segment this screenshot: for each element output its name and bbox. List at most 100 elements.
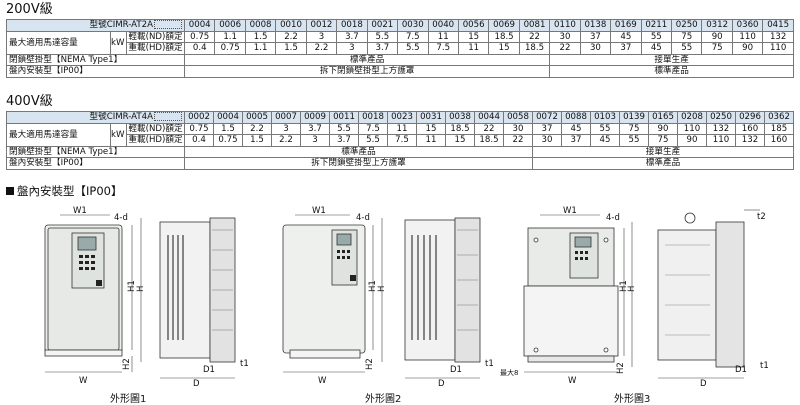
model-cell: 0006 [214, 19, 246, 32]
dim-d1: D1 [450, 365, 462, 375]
model-cell: 0139 [619, 111, 649, 124]
nd-value-cell: 55 [640, 30, 673, 43]
hd-value-cell: 2.2 [271, 134, 301, 147]
dim-h2: H2 [122, 358, 132, 370]
model-cell: 0208 [677, 111, 707, 124]
model-label: 型號CIMR-AT2A [89, 20, 153, 31]
nd-value-cell: 37 [532, 122, 562, 135]
model-cell: 0296 [735, 111, 765, 124]
nd-value-cell: 45 [561, 122, 591, 135]
hd-value-cell: 15 [445, 134, 475, 147]
capacity-label: 最大適用馬達容量 [6, 122, 111, 147]
nd-value-cell: 15 [457, 30, 490, 43]
model-cell: 0012 [305, 19, 338, 32]
nd-value-cell: 22 [518, 30, 551, 43]
hd-value-cell: 132 [735, 134, 765, 147]
nd-value-cell: 5.5 [366, 30, 399, 43]
dim-h: H [136, 286, 146, 292]
model-cell: 0088 [561, 111, 591, 124]
nd-value-cell: 90 [701, 30, 733, 43]
dim-t1: t1 [485, 359, 494, 369]
model-label: 型號CIMR-AT4A [89, 112, 153, 123]
hd-value-cell: 22 [549, 42, 581, 55]
hd-value-cell: 55 [670, 42, 703, 55]
dim-w: W [79, 376, 88, 386]
nd-value-cell: 160 [735, 122, 765, 135]
hd-value-cell: 18.5 [518, 42, 551, 55]
ip-label: 盤內安裝型【IP00】 [6, 65, 185, 78]
model-cell: 0362 [764, 111, 794, 124]
placeholder-box [154, 112, 182, 122]
model-cell: 0021 [366, 19, 399, 32]
dim-h2: H2 [365, 358, 375, 370]
hd-value-cell: 7.5 [427, 42, 459, 55]
ip-right: 標準產品 [549, 65, 794, 78]
hd-value-cell: 110 [762, 42, 794, 55]
capacity-label: 最大適用馬達容量 [6, 30, 111, 55]
dim-t1: t1 [240, 359, 249, 369]
nd-value-cell: 11 [387, 122, 417, 135]
model-cell: 0011 [329, 111, 359, 124]
dim-d: D [438, 379, 445, 389]
nd-value-cell: 18.5 [445, 122, 475, 135]
dim-h: H [627, 286, 637, 292]
dim-hole: 4-d [114, 213, 128, 223]
hd-label: 重載(HD)額定 [126, 134, 185, 147]
hd-value-cell: 1.1 [244, 42, 277, 55]
hd-value-cell: 1.5 [275, 42, 307, 55]
hd-value-cell: 0.75 [213, 134, 243, 147]
hd-label: 重載(HD)額定 [126, 42, 185, 55]
hd-value-cell: 2.2 [305, 42, 338, 55]
hd-value-cell: 7.5 [387, 134, 417, 147]
dim-h2: H2 [616, 362, 626, 374]
model-cell: 0030 [397, 19, 429, 32]
hd-value-cell: 5.5 [358, 134, 388, 147]
model-cell: 0165 [648, 111, 678, 124]
hd-value-cell: 3 [336, 42, 368, 55]
dim-w1: W1 [312, 206, 326, 216]
nd-value-cell: 0.75 [184, 122, 214, 135]
nema-left: 標準產品 [184, 145, 533, 158]
hd-value-cell: 160 [764, 134, 794, 147]
model-cell: 0004 [183, 19, 216, 32]
dim-h1: H1 [127, 280, 137, 292]
nd-value-cell: 7.5 [397, 30, 429, 43]
nema-label: 閉鎖壁掛型【NEMA Type1】 [6, 53, 185, 66]
nd-value-cell: 30 [503, 122, 533, 135]
hd-value-cell: 45 [640, 42, 673, 55]
model-cell: 0138 [579, 19, 612, 32]
dim-w1: W1 [73, 206, 87, 216]
section-title-400v: 400V級 [6, 94, 53, 109]
hd-value-cell: 3 [300, 134, 330, 147]
nd-value-cell: 55 [590, 122, 620, 135]
drawings-title: 盤內安裝型【IP00】 [6, 183, 122, 199]
dim-h: H [377, 286, 387, 292]
nema-left: 標準產品 [183, 53, 551, 66]
nd-value-cell: 1.1 [214, 30, 246, 43]
nd-value-cell: 30 [549, 30, 581, 43]
hd-value-cell: 55 [619, 134, 649, 147]
model-cell: 0250 [670, 19, 703, 32]
hd-value-cell: 3.7 [366, 42, 399, 55]
nd-value-cell: 37 [579, 30, 612, 43]
nd-value-cell: 3.7 [336, 30, 368, 43]
nd-value-cell: 3 [305, 30, 338, 43]
hd-value-cell: 90 [677, 134, 707, 147]
outline-drawing-2: W1 4-d W H1 H H2 D D1 t1 [282, 206, 494, 389]
caption-drawing-1: 外形圖1 [110, 394, 147, 405]
model-cell: 0008 [244, 19, 277, 32]
dim-d: D [193, 379, 200, 389]
nd-label: 輕載(ND)額定 [126, 122, 185, 135]
hd-value-cell: 11 [416, 134, 446, 147]
model-cell: 0009 [300, 111, 330, 124]
model-cell: 0038 [445, 111, 475, 124]
hd-value-cell: 1.5 [242, 134, 272, 147]
caption-drawing-2: 外形圖2 [365, 394, 402, 405]
dim-h1: H1 [619, 280, 629, 292]
